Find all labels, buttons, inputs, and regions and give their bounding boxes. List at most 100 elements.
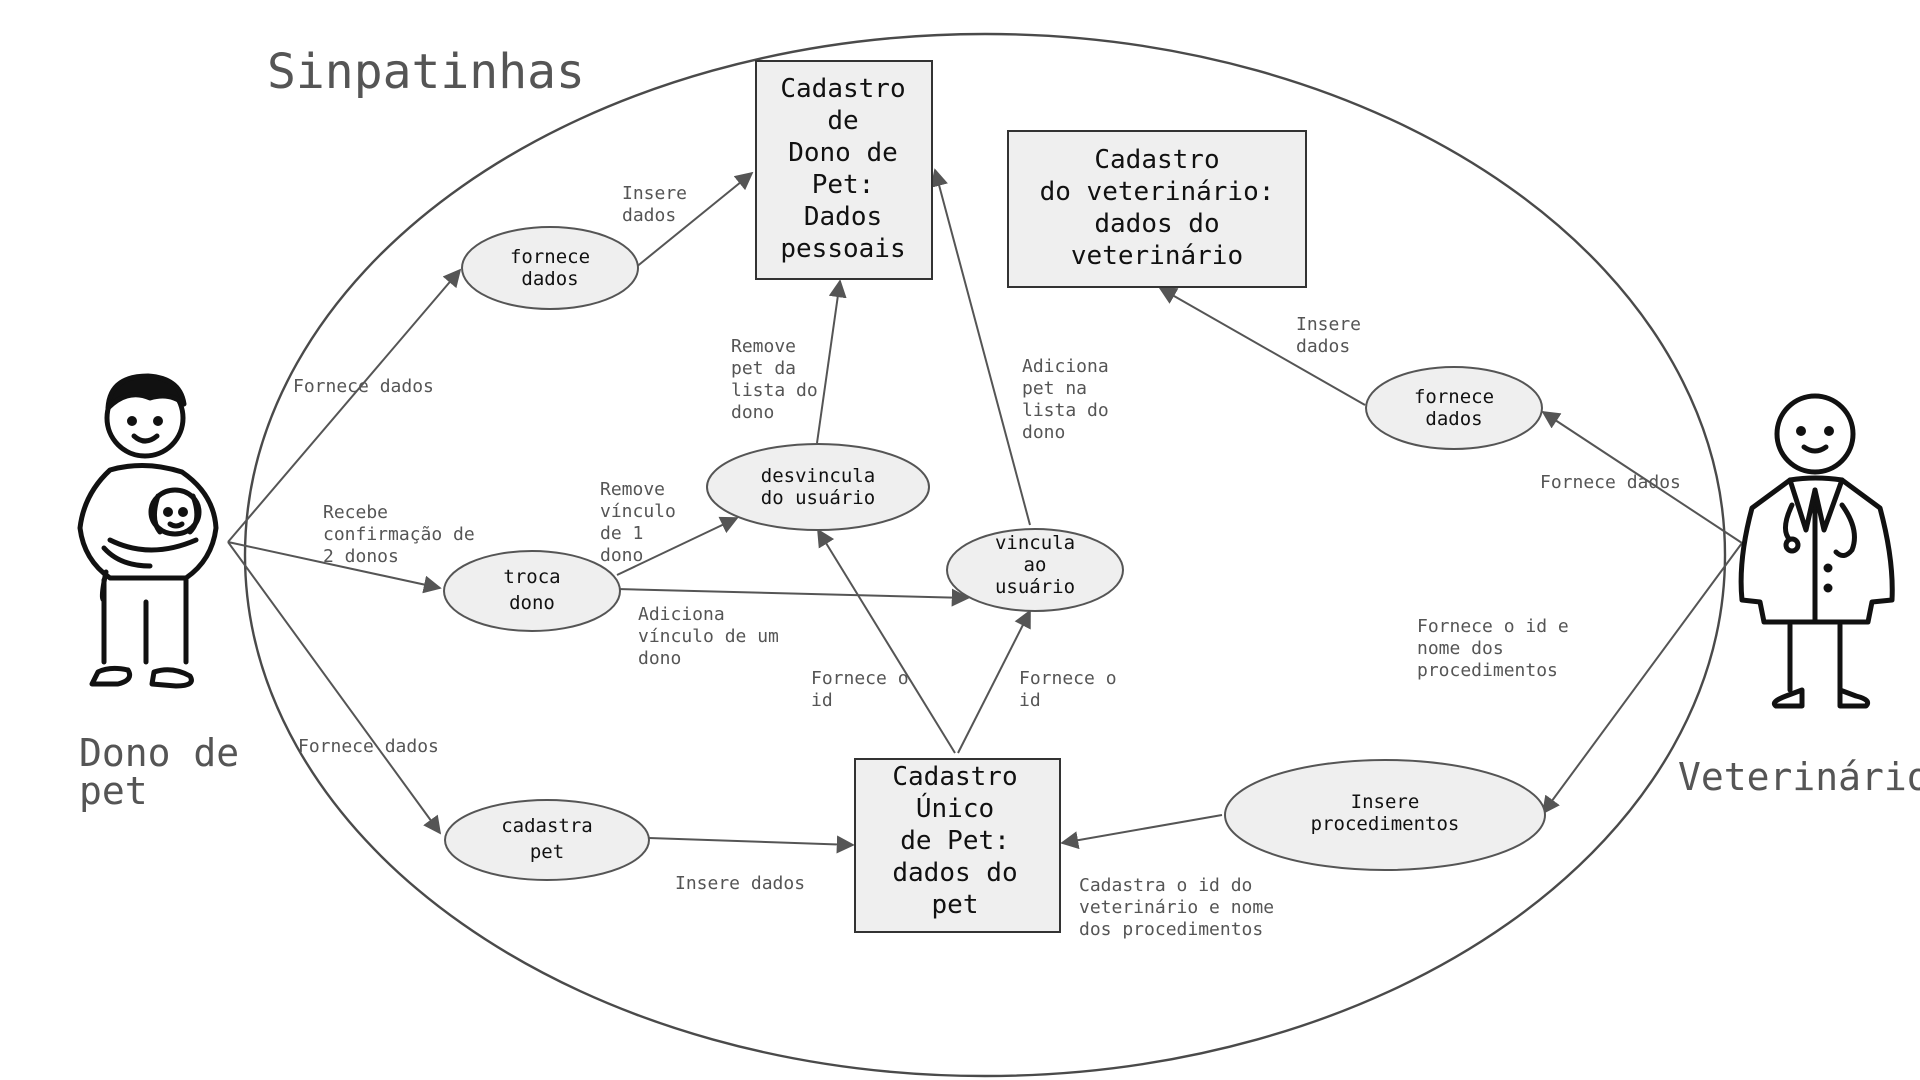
label-fornece-dados-bottom: Fornece dados — [298, 736, 439, 757]
text-line: dados — [521, 268, 578, 290]
text-line: dono — [638, 648, 681, 669]
text-line: Insere — [1351, 791, 1420, 813]
text-line: Recebe — [323, 502, 388, 523]
flow-cadastra-to-pet-reg — [648, 835, 855, 854]
text-line: Fornece dados — [298, 736, 439, 757]
process-link-shape — [946, 528, 1124, 612]
flow-troca-to-vincula — [616, 588, 970, 607]
flow-vet-to-fornece — [1541, 411, 1743, 544]
text-line: procedimentos — [1311, 813, 1460, 835]
text-line: Cadastro — [1094, 145, 1219, 175]
text-line: Veterinário — [1678, 755, 1920, 799]
text-line: pet — [79, 769, 148, 813]
flow-desvincula-to-owner-reg — [816, 279, 847, 444]
text-line: Adiciona — [1022, 356, 1109, 377]
label-fornece-dados-vet: Fornece dados — [1540, 472, 1681, 493]
text-line: dono — [509, 592, 555, 614]
text-line: pet — [932, 890, 979, 920]
text-line: vincula — [995, 532, 1075, 554]
veterinarian-icon — [1738, 393, 1895, 709]
store-pet-registration-box — [854, 758, 1061, 933]
text-line: dono — [731, 402, 774, 423]
flow-vincula-to-owner-reg — [930, 168, 1031, 526]
label-insere-dados-bottom: Insere dados — [675, 873, 805, 894]
text-line: de 1 — [600, 523, 643, 544]
flow-vet-to-procs — [1541, 542, 1743, 815]
process-change-owner-shape — [443, 550, 621, 632]
text-line: dados — [622, 205, 676, 226]
text-line: fornece — [1414, 386, 1494, 408]
text-line: de Pet: — [900, 826, 1010, 856]
text-line: Fornece o — [811, 668, 909, 689]
text-line: confirmação de — [323, 524, 475, 545]
flow-owner-to-troca — [227, 541, 442, 594]
text-line: Fornece dados — [1540, 472, 1681, 493]
process-register-pet-shape — [444, 799, 650, 881]
flows — [227, 168, 1743, 854]
process-register-pet: cadastra pet — [444, 799, 650, 881]
text-line: de — [827, 106, 858, 136]
text-line: lista do — [1022, 400, 1109, 421]
text-line: usuário — [995, 576, 1075, 598]
actor-veterinarian-name: Veterinário — [1678, 755, 1920, 799]
text-line: lista do — [731, 380, 818, 401]
text-line: id — [811, 690, 833, 711]
text-line: 2 donos — [323, 546, 399, 567]
text-line: pet na — [1022, 378, 1087, 399]
process-register-pet-label: cadastra pet — [501, 815, 593, 863]
system-boundary — [243, 32, 1727, 1078]
text-line: Cadastro — [780, 74, 905, 104]
text-line: Dono de — [788, 138, 898, 168]
process-owner-provides-shape — [461, 226, 639, 310]
text-line: dados do — [1094, 209, 1219, 239]
text-line: dados — [1296, 336, 1350, 357]
flow-owner-to-fornece — [227, 268, 462, 543]
pet-owner-icon — [77, 373, 219, 689]
store-owner-registration-box — [755, 60, 933, 280]
text-line: nome dos — [1417, 638, 1504, 659]
text-line: Remove — [600, 479, 665, 500]
text-line: procedimentos — [1417, 660, 1558, 681]
text-line: Remove — [731, 336, 796, 357]
text-line: Adiciona — [638, 604, 725, 625]
text-line: veterinário — [1071, 241, 1243, 271]
text-line: Único — [916, 792, 994, 824]
diagram-title: Sinpatinhas — [267, 44, 585, 100]
text-line: pet — [530, 841, 564, 863]
text-line: cadastra — [501, 815, 593, 837]
process-insert-procedures-shape — [1224, 759, 1546, 871]
text-line: vínculo de um — [638, 626, 779, 647]
text-line: veterinário e nome — [1079, 897, 1274, 918]
text-line: Insere — [622, 183, 687, 204]
flow-pet-to-vincula — [957, 609, 1031, 754]
flow-pet-to-desvincula — [817, 528, 956, 754]
text-line: Cadastra o id do — [1079, 875, 1252, 896]
store-vet-registration-box — [1007, 130, 1307, 288]
